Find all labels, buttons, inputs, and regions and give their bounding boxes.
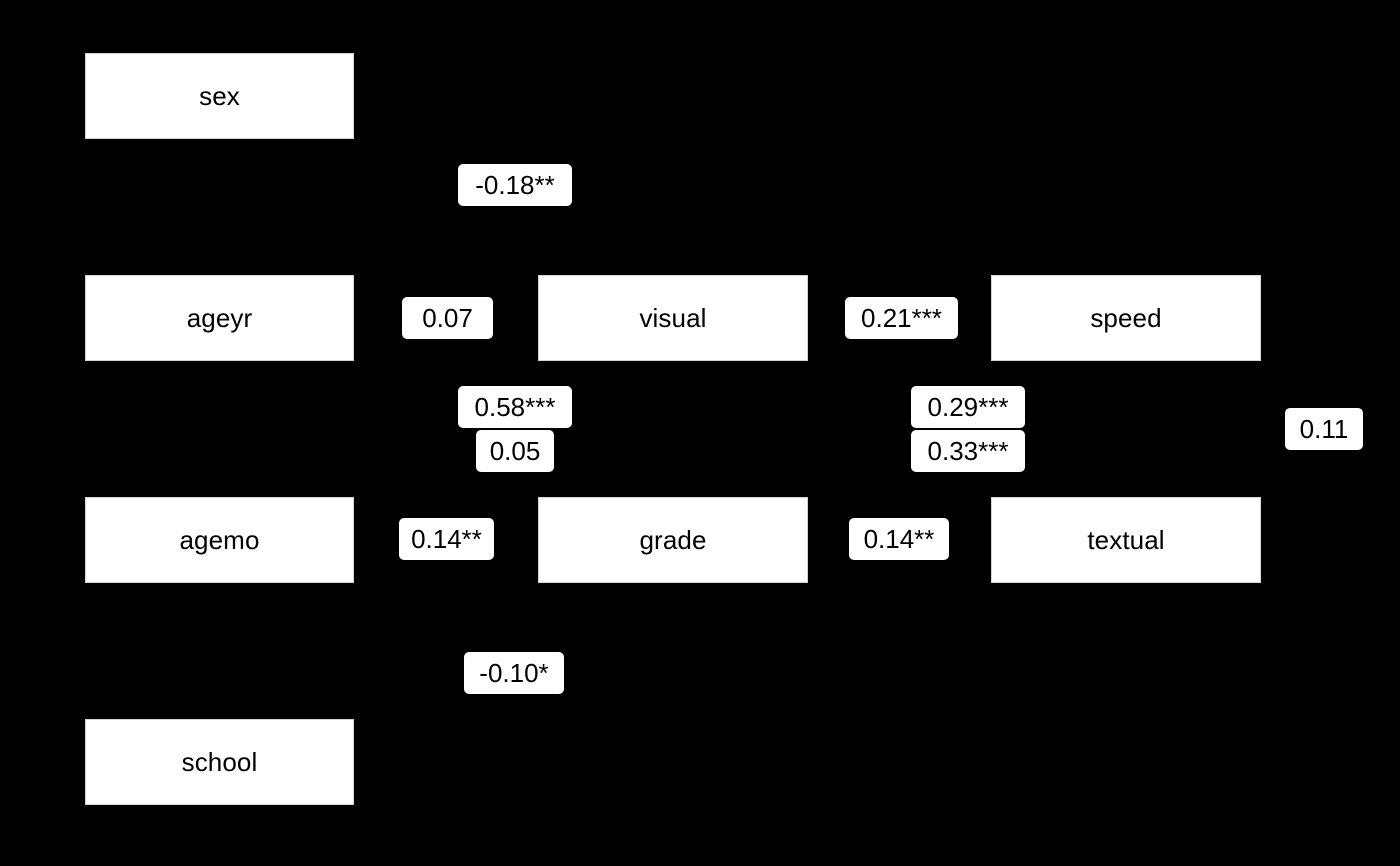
edge-label-school-grade[interactable]: -0.10*	[464, 652, 564, 694]
edge-coefficient: -0.18**	[475, 170, 555, 200]
edge-coefficient: 0.14**	[863, 524, 935, 554]
node-label: grade	[639, 525, 707, 555]
edge-label-visual-speed[interactable]: 0.21***	[845, 297, 958, 339]
edge-school-to-grade	[353, 561, 539, 741]
edge-coefficient: 0.11	[1299, 414, 1349, 444]
node-label: agemo	[179, 525, 260, 555]
node-label: textual	[1087, 525, 1165, 555]
edge-coefficient: 0.05	[489, 436, 541, 466]
node-school[interactable]: school	[85, 719, 354, 805]
edge-label-sex-visual[interactable]: -0.18**	[458, 164, 572, 206]
node-ageyr[interactable]: ageyr	[85, 275, 354, 361]
edge-coefficient: 0.33***	[927, 436, 1009, 466]
edge-label-grade-speed[interactable]: 0.29***	[911, 386, 1025, 428]
edge-coefficient: 0.58***	[474, 392, 556, 422]
edge-label-grade-textual[interactable]: 0.33***	[911, 430, 1025, 472]
edge-coefficient: 0.21***	[861, 303, 942, 333]
node-label: visual	[639, 303, 707, 333]
node-label: school	[181, 747, 258, 777]
node-label: sex	[199, 81, 240, 111]
node-textual[interactable]: textual	[991, 497, 1261, 583]
edge-coefficient: 0.07	[422, 303, 473, 333]
node-label: ageyr	[186, 303, 253, 333]
edge-label-agemo-grade[interactable]: 0.14**	[399, 518, 494, 560]
node-sex[interactable]: sex	[85, 53, 354, 139]
node-speed[interactable]: speed	[991, 275, 1261, 361]
edge-label-speed-textual[interactable]: 0.11	[1285, 408, 1363, 450]
edge-coefficient: 0.14**	[411, 524, 482, 554]
edge-label-ageyr-grade[interactable]: 0.58***	[458, 386, 572, 428]
node-visual[interactable]: visual	[538, 275, 808, 361]
edge-label-grade-textual-2[interactable]: 0.14**	[849, 518, 949, 560]
node-agemo[interactable]: agemo	[85, 497, 354, 583]
edge-label-ageyr-visual[interactable]: 0.07	[402, 297, 493, 339]
edge-coefficient: -0.10*	[479, 658, 549, 688]
node-label: speed	[1090, 303, 1162, 333]
node-grade[interactable]: grade	[538, 497, 808, 583]
edge-label-visual-textual[interactable]: 0.05	[476, 430, 554, 472]
edge-coefficient: 0.29***	[927, 392, 1009, 422]
